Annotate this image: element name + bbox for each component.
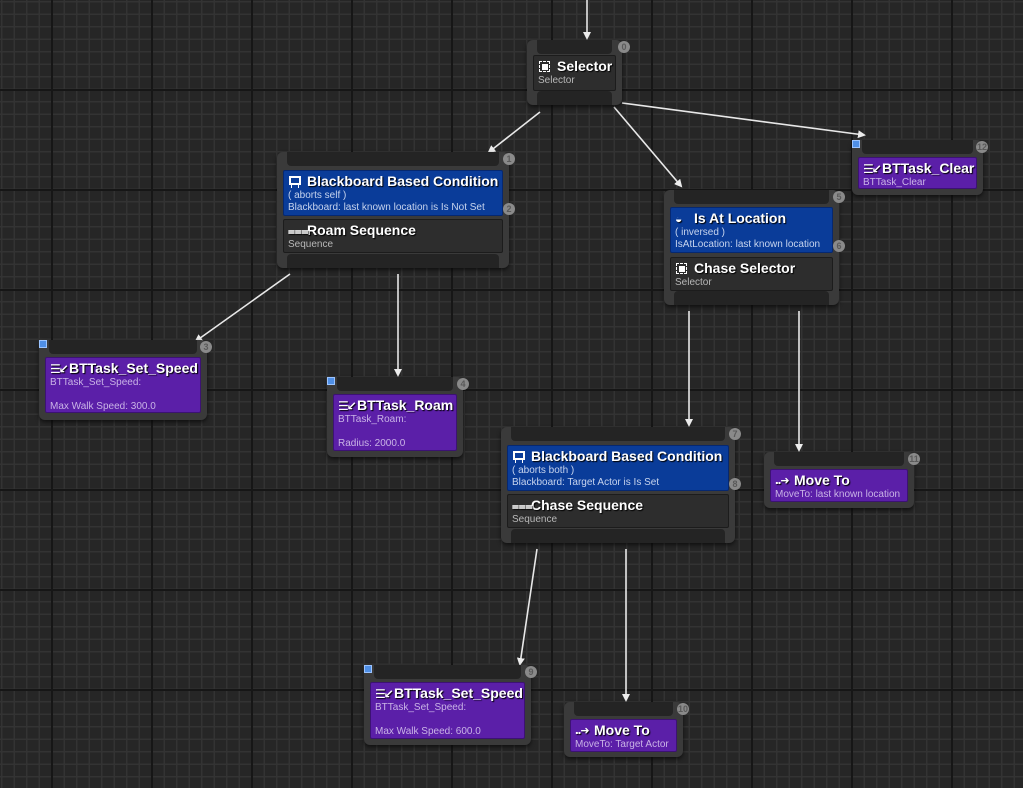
node-title: Chase Selector bbox=[694, 260, 796, 276]
output-pin[interactable] bbox=[537, 91, 612, 105]
node-title: Move To bbox=[594, 722, 650, 738]
decorator-abort-mode: ( aborts both ) bbox=[512, 465, 575, 476]
sequence-icon: ⩶ bbox=[288, 223, 309, 238]
node-title: Selector bbox=[557, 58, 613, 74]
execution-index-badge: 6 bbox=[833, 240, 845, 252]
move-to-target-node[interactable]: 10 ․․➜ Move To MoveTo: Target Actor bbox=[564, 702, 689, 757]
decorator-title: Blackboard Based Condition bbox=[531, 448, 723, 464]
selector-icon bbox=[675, 262, 690, 276]
execution-index-badge: 10 bbox=[677, 703, 689, 715]
execution-index-badge: 11 bbox=[908, 453, 920, 465]
execution-index-badge: 1 bbox=[503, 153, 515, 165]
input-pin[interactable] bbox=[374, 665, 521, 679]
decorator-inverse-flag: ( inversed ) bbox=[675, 227, 726, 238]
decorator-description: IsAtLocation: last known location bbox=[675, 239, 821, 250]
node-subtitle: Sequence bbox=[288, 239, 334, 250]
execution-index-badge: 9 bbox=[525, 666, 537, 678]
input-pin[interactable] bbox=[49, 340, 197, 354]
task-description: BTTask_Set_Speed: bbox=[50, 377, 142, 388]
bttask-set-speed-roam-node[interactable]: 3 ☰↙BTTask_Set_Speed BTTask_Set_Speed: M… bbox=[39, 340, 212, 420]
task-description: BTTask_Set_Speed: bbox=[375, 702, 467, 713]
task-body[interactable]: ☰↙BTTask_Roam BTTask_Roam: Radius: 2000.… bbox=[333, 394, 457, 451]
task-body[interactable]: ☰↙BTTask_Set_Speed BTTask_Set_Speed: Max… bbox=[370, 682, 525, 739]
task-description: BTTask_Roam: bbox=[338, 414, 407, 425]
execution-index-badge: 12 bbox=[976, 141, 988, 153]
breakpoint-marker bbox=[364, 665, 372, 673]
node-subtitle: Selector bbox=[675, 277, 712, 288]
breakpoint-marker bbox=[327, 377, 335, 385]
is-at-location-decorator[interactable]: ◒ Is At Location ( inversed ) IsAtLocatio… bbox=[670, 207, 833, 253]
task-body[interactable]: ․․➜ Move To MoveTo: Target Actor bbox=[570, 719, 677, 752]
bttask-clear-node[interactable]: 12 ☰↙BTTask_Clear BTTask_Clear bbox=[852, 140, 988, 195]
execution-index-badge: 0 bbox=[618, 41, 630, 53]
execution-index-badge: 3 bbox=[200, 341, 212, 353]
selector-icon bbox=[538, 60, 553, 74]
bttask-roam-node[interactable]: 4 ☰↙BTTask_Roam BTTask_Roam: Radius: 200… bbox=[327, 377, 469, 457]
execution-index-badge: 5 bbox=[833, 191, 845, 203]
breakpoint-marker bbox=[39, 340, 47, 348]
node-title: BTTask_Set_Speed bbox=[69, 360, 198, 376]
bttask-set-speed-chase-node[interactable]: 9 ☰↙BTTask_Set_Speed BTTask_Set_Speed: M… bbox=[364, 665, 537, 745]
node-title: BTTask_Set_Speed bbox=[394, 685, 523, 701]
input-pin[interactable] bbox=[287, 152, 499, 166]
input-pin[interactable] bbox=[337, 377, 453, 391]
execution-index-badge: 8 bbox=[729, 478, 741, 490]
input-pin[interactable] bbox=[511, 427, 725, 441]
task-body[interactable]: ☰↙BTTask_Clear BTTask_Clear bbox=[858, 157, 977, 189]
output-pin[interactable] bbox=[674, 291, 829, 305]
node-title: BTTask_Clear bbox=[882, 160, 975, 176]
task-body[interactable]: ☰↙BTTask_Set_Speed BTTask_Set_Speed: Max… bbox=[45, 357, 201, 413]
node-subtitle: Selector bbox=[538, 75, 575, 86]
task-property: Max Walk Speed: 300.0 bbox=[50, 401, 156, 412]
decorator-title: Is At Location bbox=[694, 210, 787, 226]
input-pin[interactable] bbox=[862, 140, 973, 154]
node-subtitle: Sequence bbox=[512, 514, 558, 525]
node-title: Chase Sequence bbox=[531, 497, 644, 513]
node-title: Roam Sequence bbox=[307, 222, 416, 238]
blackboard-icon bbox=[512, 450, 527, 464]
move-to-icon: ․․➜ bbox=[775, 474, 790, 487]
roam-sequence-node[interactable]: 1 Blackboard Based Condition ( aborts se… bbox=[277, 152, 515, 268]
task-icon: ☰↙ bbox=[338, 398, 357, 413]
chase-selector-composite[interactable]: Chase Selector Selector bbox=[670, 257, 833, 291]
task-icon: ☰↙ bbox=[50, 361, 69, 376]
input-pin[interactable] bbox=[574, 702, 673, 716]
location-icon: ◒ bbox=[675, 211, 683, 226]
chase-selector-node[interactable]: 5 ◒ Is At Location ( inversed ) IsAtLocat… bbox=[664, 190, 845, 305]
move-to-icon: ․․➜ bbox=[575, 724, 590, 737]
sequence-icon: ⩶ bbox=[512, 498, 533, 513]
blackboard-decorator[interactable]: Blackboard Based Condition ( aborts both… bbox=[507, 445, 729, 491]
selector-node[interactable]: 0 Selector Selector bbox=[527, 40, 630, 105]
execution-index-badge: 4 bbox=[457, 378, 469, 390]
task-description: MoveTo: last known location bbox=[775, 489, 901, 500]
task-property: Max Walk Speed: 600.0 bbox=[375, 726, 481, 737]
input-pin[interactable] bbox=[774, 452, 904, 466]
output-pin[interactable] bbox=[511, 529, 725, 543]
decorator-description: Blackboard: Target Actor is Is Set bbox=[512, 477, 660, 488]
node-subtitle: BTTask_Clear bbox=[863, 177, 926, 188]
task-description: MoveTo: Target Actor bbox=[575, 739, 669, 750]
move-to-last-known-node[interactable]: 11 ․․➜ Move To MoveTo: last known locatio… bbox=[764, 452, 920, 508]
node-title: BTTask_Roam bbox=[357, 397, 454, 413]
node-title: Move To bbox=[794, 472, 850, 488]
selector-composite[interactable]: Selector Selector bbox=[533, 55, 616, 91]
input-pin[interactable] bbox=[537, 40, 612, 54]
task-property: Radius: 2000.0 bbox=[338, 438, 406, 449]
input-pin[interactable] bbox=[674, 190, 829, 204]
task-icon: ☰↙ bbox=[375, 686, 394, 701]
chase-sequence-node[interactable]: 7 Blackboard Based Condition ( aborts bo… bbox=[501, 427, 741, 543]
chase-sequence-composite[interactable]: ⩶Chase Sequence Sequence bbox=[507, 494, 729, 528]
breakpoint-marker bbox=[852, 140, 860, 148]
task-body[interactable]: ․․➜ Move To MoveTo: last known location bbox=[770, 469, 908, 502]
roam-sequence-composite[interactable]: ⩶Roam Sequence Sequence bbox=[283, 219, 503, 253]
execution-index-badge: 2 bbox=[503, 203, 515, 215]
blackboard-decorator[interactable]: Blackboard Based Condition ( aborts self… bbox=[283, 170, 503, 216]
task-icon: ☰↙ bbox=[863, 161, 882, 176]
decorator-abort-mode: ( aborts self ) bbox=[288, 190, 347, 201]
blackboard-icon bbox=[288, 175, 303, 189]
execution-index-badge: 7 bbox=[729, 428, 741, 440]
output-pin[interactable] bbox=[287, 254, 499, 268]
decorator-description: Blackboard: last known location is Is No… bbox=[288, 202, 485, 213]
decorator-title: Blackboard Based Condition bbox=[307, 173, 499, 189]
